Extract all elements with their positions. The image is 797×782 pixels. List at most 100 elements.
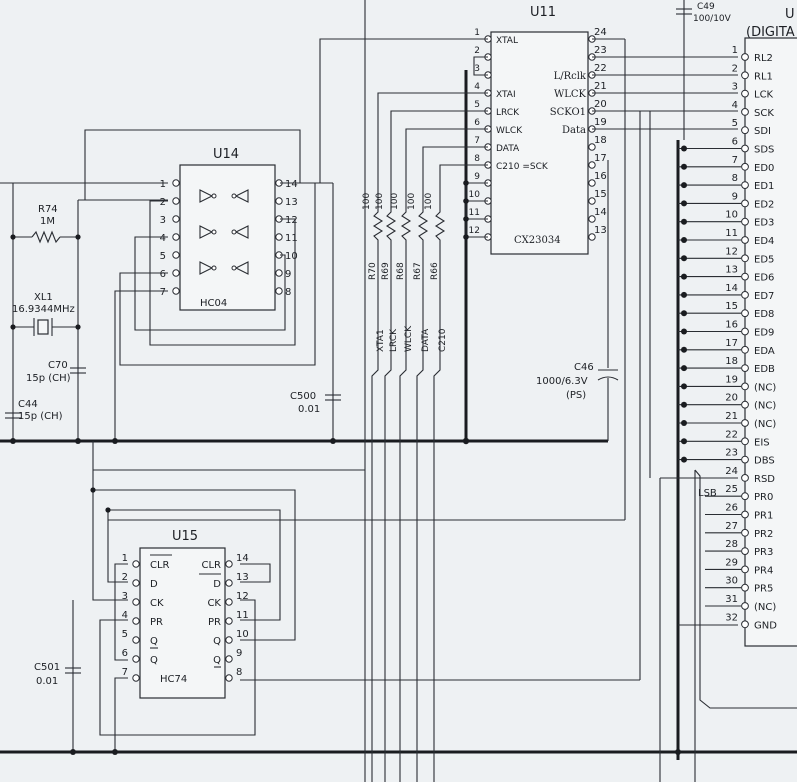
digital-pin-num-21: 21 [725,411,738,422]
digital-pin-15 [741,309,749,318]
digital-pin-num-8: 8 [732,173,738,184]
u15-pin-label-13: D [213,579,221,590]
resistor-ref-r68: R68 [396,262,406,280]
u15-pin-10 [225,636,233,644]
u15-pin-7 [132,674,140,682]
u15-pin-label-1: CLR [150,560,170,571]
digital-pin-num-13: 13 [725,265,738,276]
u15-pin-label-10: Q [213,636,221,647]
u15-pin-num-12: 12 [236,591,249,602]
digital-pin-31 [741,602,749,610]
u11-pin-num-22: 22 [594,63,607,74]
digital-pin-label-12: ED5 [754,254,774,265]
digital-pin-17 [741,345,749,354]
wire-u15-pin1 [114,563,128,661]
u15-pin-num-14: 14 [236,553,249,564]
xtal-ref: XL1 [34,292,53,303]
u11-pin-16 [588,179,596,187]
digital-pin-label-11: ED4 [754,236,774,247]
u15-pin-label-9: Q [213,655,221,666]
u14-pin-11 [275,233,283,241]
c501-value: 0.01 [36,676,58,687]
digital-pin-num-10: 10 [725,210,738,221]
wire-u15-pin14 [240,563,271,583]
u14-pin-num-6: 6 [160,269,166,280]
c46-value: 1000/6.3V [536,376,588,387]
u11-pin-label-6: WLCK [496,126,523,136]
u14-pin-8 [275,287,283,295]
u11-pin-15 [588,197,596,205]
c500-ref: C500 [290,391,316,402]
u11-pin-num-14: 14 [594,207,607,218]
digital-pin-14 [741,291,749,299]
junction-digital-pin-9 [681,200,687,207]
digital-pin-label-29: PR4 [754,565,773,576]
junction-digital-pin-13 [681,273,687,280]
u11-pin-label-20: SCKO1 [550,107,586,118]
digital-pin-label-20: (NC) [754,401,776,412]
wire-u14-loop-2 [149,200,296,346]
inverter-bubble-right-3 [231,265,237,271]
digital-pins: 1RL22RL13LCK4SCK5SDI6SDS7ED08ED19ED210ED… [678,45,777,631]
digital-pin-label-10: ED3 [754,218,774,229]
u15-pin-label-5: Q [150,636,158,647]
u14-pin-num-7: 7 [160,287,166,298]
digital-pin-num-23: 23 [725,448,738,459]
wire-u14-loop-4 [119,183,316,366]
u11-pin-14 [588,215,596,223]
u11-pin-18 [588,143,596,151]
digital-pin-2 [741,71,749,80]
digital-pin-label-2: RL1 [754,71,773,82]
digital-pin-num-2: 2 [732,63,738,74]
u15-pin-num-1: 1 [122,553,128,564]
c46-type: (PS) [566,390,586,401]
u14-pin-num-5: 5 [160,251,166,262]
u11-body [490,31,589,255]
u11-pin-label-7: DATA [496,144,520,154]
junction-r74-1 [10,234,16,240]
digital-pin-label-3: LCK [754,90,774,101]
digital-pin-label-19: (NC) [754,382,776,393]
u14-pin-2 [172,197,180,205]
u15-pin-2 [132,579,140,587]
u15-pin-label-14: CLR [201,560,221,571]
digital-pin-25 [741,492,749,501]
u14-pin-4 [172,233,180,241]
wire-u15-feed-2 [107,510,128,583]
digital-pin-num-22: 22 [725,429,738,440]
junction-digital-pin-21 [681,420,687,426]
digital-pin-num-6: 6 [732,137,738,148]
digital-pin-num-7: 7 [732,155,738,166]
c49-ref: C49 [697,2,715,12]
resistor-signal-r68: WLCK [404,325,414,352]
resistor-signal-r67: DATA [421,328,431,352]
resistor-r66 [434,190,446,255]
junction-gnd-6 [112,749,118,755]
digital-pin-num-32: 32 [725,612,738,623]
resistor-value-r70: 100 [362,193,372,210]
digital-pin-24 [741,474,749,482]
digital-pin-27 [741,528,749,537]
u11-pin-num-18: 18 [594,135,607,146]
digital-pin-13 [741,272,749,281]
u14-pin-1 [172,179,180,187]
resistor-signal-r70: XTA1 [376,329,386,352]
digital-pin-label-22: EIS [754,437,770,448]
u14-pin-3 [172,215,180,223]
digital-pin-label-24: RSD [754,474,775,485]
wire-u14-loop-3 [134,236,286,331]
r74-value: 1M [40,216,55,227]
digital-pin-7 [741,162,749,171]
xtal-value: 16.9344MHz [12,304,75,315]
digital-pin-3 [741,89,749,98]
u15-pin-label-2: D [150,579,158,590]
digital-pin-10 [741,217,749,226]
u15-pin-14 [225,560,233,568]
resistor-value-r66: 100 [424,193,434,210]
u15-pin-11 [225,617,233,625]
digital-pin-26 [741,510,749,519]
digital-pin-num-30: 30 [725,576,738,587]
u14-pin-num-14: 14 [285,179,298,190]
